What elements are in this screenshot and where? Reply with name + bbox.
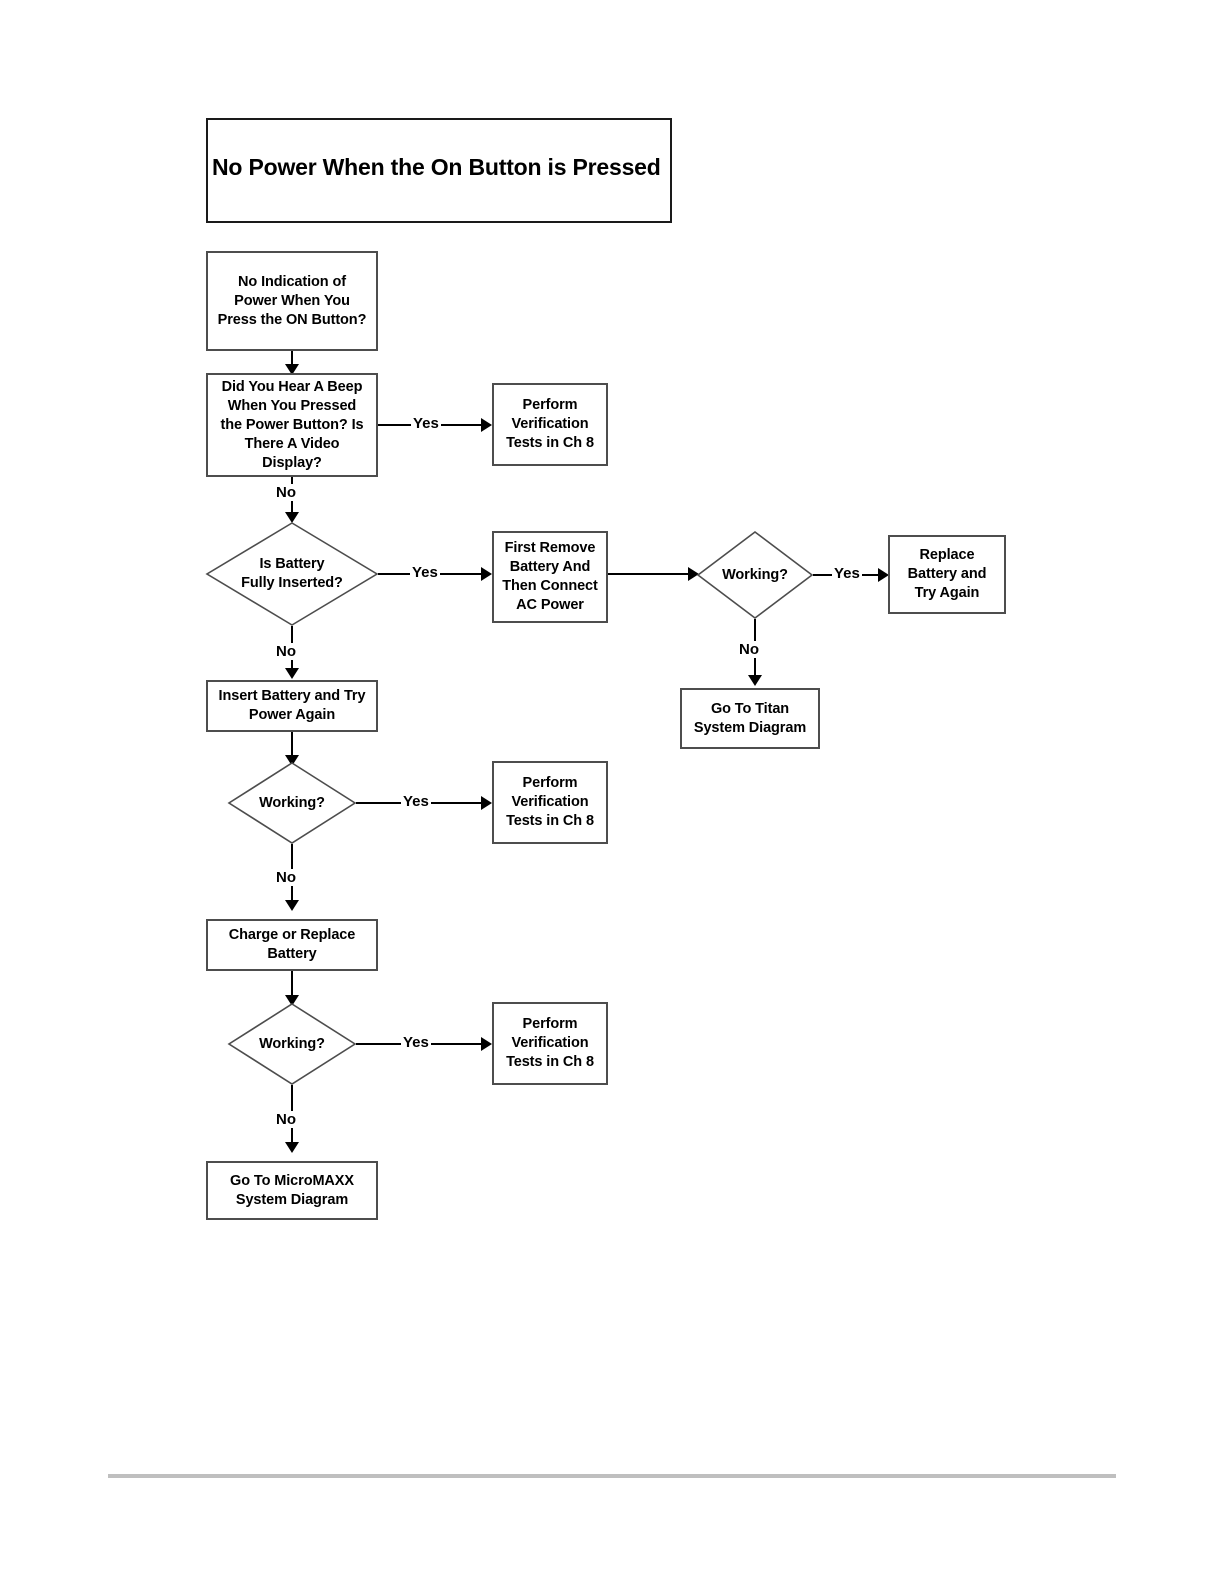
node-line: System Diagram bbox=[235, 1191, 349, 1208]
node-line: There A Video bbox=[244, 435, 340, 452]
node-line: Tests in Ch 8 bbox=[506, 813, 594, 829]
edge-label-no: No bbox=[737, 641, 761, 658]
diamond-shape bbox=[227, 762, 357, 844]
arrowhead-right bbox=[481, 567, 492, 581]
node-working-3[interactable]: Working? bbox=[227, 1003, 357, 1085]
connector-remove-battery-to-working bbox=[608, 573, 694, 575]
node-line: Battery And bbox=[509, 559, 591, 575]
node-go-to-titan-system-diagram[interactable]: Go To Titan System Diagram bbox=[680, 688, 820, 749]
arrowhead-right bbox=[878, 568, 889, 582]
node-line: Try Again bbox=[914, 585, 980, 601]
arrowhead-down bbox=[285, 512, 299, 523]
edge-label-no: No bbox=[274, 869, 298, 886]
node-line: Power Again bbox=[248, 707, 336, 723]
arrowhead-right bbox=[481, 1037, 492, 1051]
node-line: Display? bbox=[262, 454, 322, 471]
node-line: When You Pressed bbox=[227, 397, 357, 414]
diamond-shape bbox=[227, 1003, 357, 1085]
node-perform-verification-tests-3[interactable]: Perform Verification Tests in Ch 8 bbox=[492, 1002, 608, 1085]
node-line: Go To MicroMAXX bbox=[230, 1172, 354, 1189]
arrowhead-down bbox=[285, 995, 299, 1006]
node-line: AC Power bbox=[516, 597, 584, 613]
node-line: Verification bbox=[511, 794, 589, 810]
connector-charge-battery-to-working3 bbox=[291, 971, 293, 1004]
node-replace-battery-and-try-again[interactable]: Replace Battery and Try Again bbox=[888, 535, 1006, 614]
node-line: Power When You bbox=[234, 292, 350, 309]
node-working-ac[interactable]: Working? bbox=[696, 530, 814, 620]
footer-divider bbox=[108, 1474, 1116, 1478]
node-working-2[interactable]: Working? bbox=[227, 762, 357, 844]
node-is-battery-fully-inserted[interactable]: Is Battery Fully Inserted? bbox=[205, 522, 379, 626]
node-line: Press the ON Button? bbox=[217, 311, 367, 328]
connector-start-to-beep bbox=[291, 351, 293, 370]
node-line: System Diagram bbox=[693, 719, 807, 736]
node-line: Charge or Replace bbox=[228, 927, 356, 943]
node-line: Did You Hear A Beep bbox=[221, 378, 363, 395]
node-insert-battery-and-try-power-again[interactable]: Insert Battery and Try Power Again bbox=[206, 680, 378, 732]
arrowhead-right bbox=[481, 796, 492, 810]
node-line: Working? bbox=[259, 1035, 325, 1052]
node-line: Then Connect bbox=[502, 578, 598, 594]
node-charge-or-replace-battery[interactable]: Charge or Replace Battery bbox=[206, 919, 378, 971]
node-first-remove-battery[interactable]: First Remove Battery And Then Connect AC… bbox=[492, 531, 608, 623]
arrowhead-down bbox=[285, 755, 299, 766]
edge-label-yes: Yes bbox=[401, 1034, 431, 1051]
node-did-you-hear-a-beep[interactable]: Did You Hear A Beep When You Pressed the… bbox=[206, 373, 378, 477]
node-line: Fully Inserted? bbox=[241, 575, 343, 591]
page-title: No Power When the On Button is Pressed bbox=[212, 154, 661, 180]
node-perform-verification-tests-2[interactable]: Perform Verification Tests in Ch 8 bbox=[492, 761, 608, 844]
arrowhead-down bbox=[285, 1142, 299, 1153]
node-line: Tests in Ch 8 bbox=[506, 1054, 594, 1070]
diamond-text: Is Battery Fully Inserted? bbox=[206, 522, 378, 626]
edge-label-yes: Yes bbox=[401, 793, 431, 810]
diamond-text: Working? bbox=[228, 1003, 356, 1085]
node-go-to-micromaxx-system-diagram[interactable]: Go To MicroMAXX System Diagram bbox=[206, 1161, 378, 1220]
node-line: the Power Button? Is bbox=[220, 416, 364, 433]
arrowhead-down bbox=[285, 900, 299, 911]
node-line: No Indication of bbox=[238, 273, 346, 290]
node-line: Battery bbox=[267, 946, 317, 962]
node-line: Battery and bbox=[907, 566, 987, 582]
arrowhead-down bbox=[748, 675, 762, 686]
node-line: Go To Titan bbox=[710, 700, 790, 717]
diamond-text: Working? bbox=[228, 762, 356, 844]
title-banner-box bbox=[206, 118, 672, 223]
diamond-shape bbox=[696, 530, 814, 620]
node-line: First Remove bbox=[504, 540, 596, 556]
node-line: Tests in Ch 8 bbox=[506, 435, 594, 451]
node-line: Verification bbox=[511, 416, 589, 432]
edge-label-no: No bbox=[274, 1111, 298, 1128]
edge-label-no: No bbox=[274, 643, 298, 660]
node-no-indication-of-power[interactable]: No Indication of Power When You Press th… bbox=[206, 251, 378, 351]
node-line: Replace bbox=[919, 547, 975, 563]
node-line: Insert Battery and Try bbox=[218, 688, 366, 704]
node-line: Working? bbox=[259, 794, 325, 811]
connector-insert-battery-to-working2 bbox=[291, 732, 293, 764]
node-line: Perform bbox=[522, 775, 578, 791]
node-line: Working? bbox=[722, 566, 788, 583]
node-line: Perform bbox=[522, 1016, 578, 1032]
node-perform-verification-tests-1[interactable]: Perform Verification Tests in Ch 8 bbox=[492, 383, 608, 466]
edge-label-yes: Yes bbox=[410, 564, 440, 581]
arrowhead-right bbox=[688, 567, 699, 581]
diamond-shape bbox=[205, 522, 379, 626]
arrowhead-down bbox=[285, 668, 299, 679]
edge-label-yes: Yes bbox=[832, 565, 862, 582]
diamond-text: Working? bbox=[697, 531, 813, 619]
node-line: Perform bbox=[522, 397, 578, 413]
edge-label-yes: Yes bbox=[411, 415, 441, 432]
node-line: Verification bbox=[511, 1035, 589, 1051]
edge-label-no: No bbox=[274, 484, 298, 501]
arrowhead-down bbox=[285, 364, 299, 375]
node-line: Is Battery bbox=[259, 556, 325, 572]
arrowhead-right bbox=[481, 418, 492, 432]
